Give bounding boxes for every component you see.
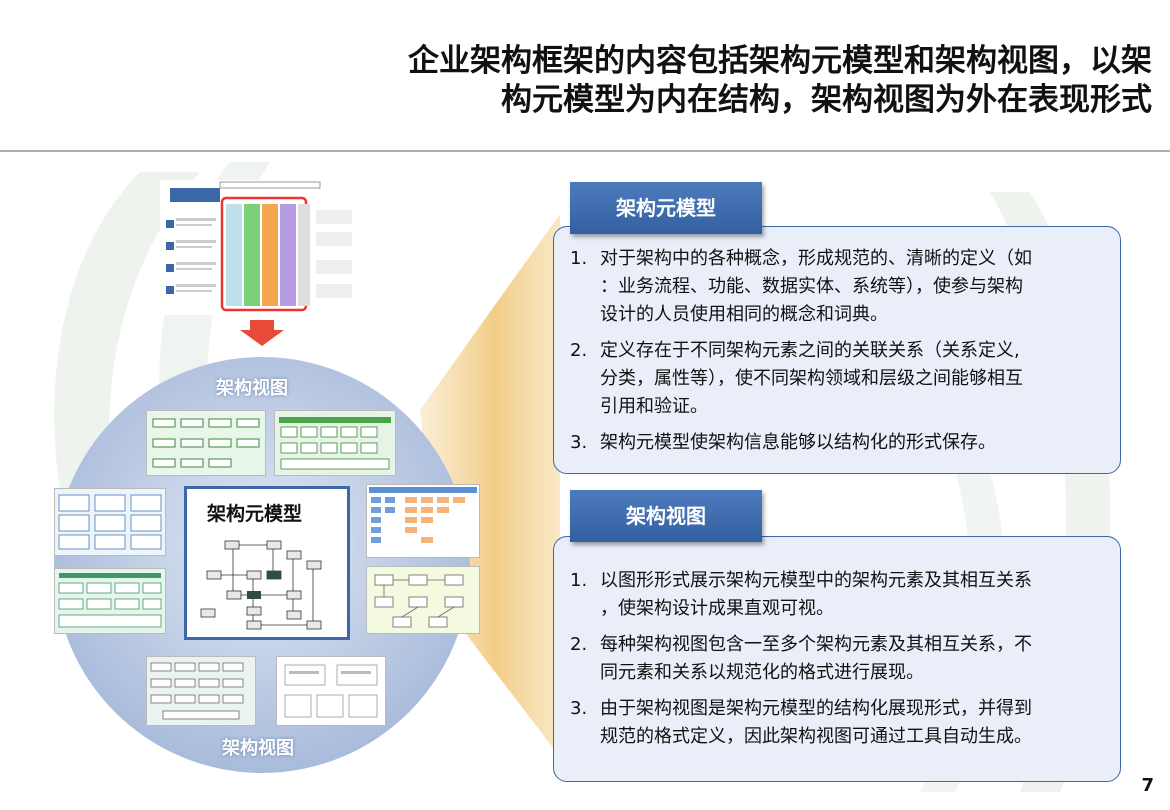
- list-item-line: ：业务流程、功能、数据实体、系统等），使参与架构: [600, 276, 1023, 297]
- page-title: 企业架构框架的内容包括架构元模型和架构视图，以架 构元模型为内在结构，架构视图为…: [252, 42, 1152, 120]
- list-item-number: 1.: [570, 570, 588, 591]
- list-item-line: 以图形形式展示架构元模型中的架构元素及其相互关系: [600, 570, 1032, 591]
- list-item-line: 定义存在于不同架构元素之间的关联关系（关系定义,: [600, 340, 1020, 361]
- page-number: 7: [1141, 775, 1154, 796]
- title-divider: [0, 150, 1170, 152]
- list-item-line: 规范的格式定义，因此架构视图可通过工具自动生成。: [600, 726, 1032, 747]
- list-item: 3. 架构元模型使架构信息能够以结构化的形式保存。: [554, 429, 1120, 457]
- list-item-line: 同元素和关系以规范化的格式进行展现。: [600, 662, 924, 683]
- view-thumbnail: [146, 656, 256, 726]
- list-item-line: 架构元模型使架构信息能够以结构化的形式保存。: [600, 432, 996, 453]
- view-points: 1. 以图形形式展示架构元模型中的架构元素及其相互关系 ，使架构设计成果直观可视。 2…: [554, 567, 1120, 751]
- circle-label-top: 架构视图: [216, 378, 288, 399]
- meta-model-graph: [200, 540, 322, 630]
- title-line-2: 构元模型为内在结构，架构视图为外在表现形式: [501, 82, 1152, 118]
- section-header-views: 架构视图: [570, 490, 762, 542]
- meta-model-description-box: 1. 对于架构中的各种概念，形成规范的、清晰的定义（如 ：业务流程、功能、数据实体、…: [553, 226, 1121, 474]
- view-thumbnail: [146, 410, 266, 476]
- framework-thumbnail: [160, 180, 360, 315]
- list-item: 2. 定义存在于不同架构元素之间的关联关系（关系定义, 分类，属性等），使不同架构领…: [554, 337, 1120, 421]
- section-header-meta-model: 架构元模型: [570, 182, 762, 234]
- list-item-line: 引用和验证。: [600, 396, 708, 417]
- list-item: 3. 由于架构视图是架构元模型的结构化展现形式，并得到规范的格式定义，因此架构视图…: [554, 695, 1120, 751]
- view-thumbnail: [54, 568, 166, 634]
- down-arrow-icon: [240, 320, 284, 346]
- list-item-number: 2.: [570, 634, 588, 655]
- projection-beam: [420, 214, 560, 757]
- list-item-line: ，使架构设计成果直观可视。: [600, 598, 834, 619]
- list-item-number: 3.: [570, 698, 588, 719]
- list-item-number: 2.: [570, 340, 588, 361]
- meta-model-card-title: 架构元模型: [207, 503, 303, 525]
- list-item: 1. 对于架构中的各种概念，形成规范的、清晰的定义（如 ：业务流程、功能、数据实体、…: [554, 245, 1120, 329]
- list-item-number: 1.: [570, 248, 588, 269]
- list-item-line: 由于架构视图是架构元模型的结构化展现形式，并得到: [600, 698, 1032, 719]
- view-thumbnail: [366, 484, 480, 558]
- list-item-line: 对于架构中的各种概念，形成规范的、清晰的定义（如: [600, 248, 1032, 269]
- list-item-line: 分类，属性等），使不同架构领域和层级之间能够相互: [600, 368, 1023, 389]
- title-line-1: 企业架构框架的内容包括架构元模型和架构视图，以架: [408, 43, 1152, 79]
- view-thumbnail: [274, 410, 396, 476]
- list-item: 1. 以图形形式展示架构元模型中的架构元素及其相互关系 ，使架构设计成果直观可视。: [554, 567, 1120, 623]
- view-thumbnail: [54, 488, 166, 556]
- list-item-line: 每种架构视图包含一至多个架构元素及其相互关系，不: [600, 634, 1032, 655]
- list-item-number: 3.: [570, 432, 588, 453]
- list-item-line: 设计的人员使用相同的概念和词典。: [600, 304, 888, 325]
- circle-label-bottom: 架构视图: [222, 738, 294, 759]
- view-description-box: 1. 以图形形式展示架构元模型中的架构元素及其相互关系 ，使架构设计成果直观可视。 2…: [553, 536, 1121, 782]
- meta-model-card: 架构元模型: [184, 486, 350, 640]
- view-thumbnail: [276, 656, 386, 726]
- view-thumbnail: [366, 566, 480, 634]
- meta-model-points: 1. 对于架构中的各种概念，形成规范的、清晰的定义（如 ：业务流程、功能、数据实体、…: [554, 245, 1120, 457]
- list-item: 2. 每种架构视图包含一至多个架构元素及其相互关系，不同元素和关系以规范化的格式进…: [554, 631, 1120, 687]
